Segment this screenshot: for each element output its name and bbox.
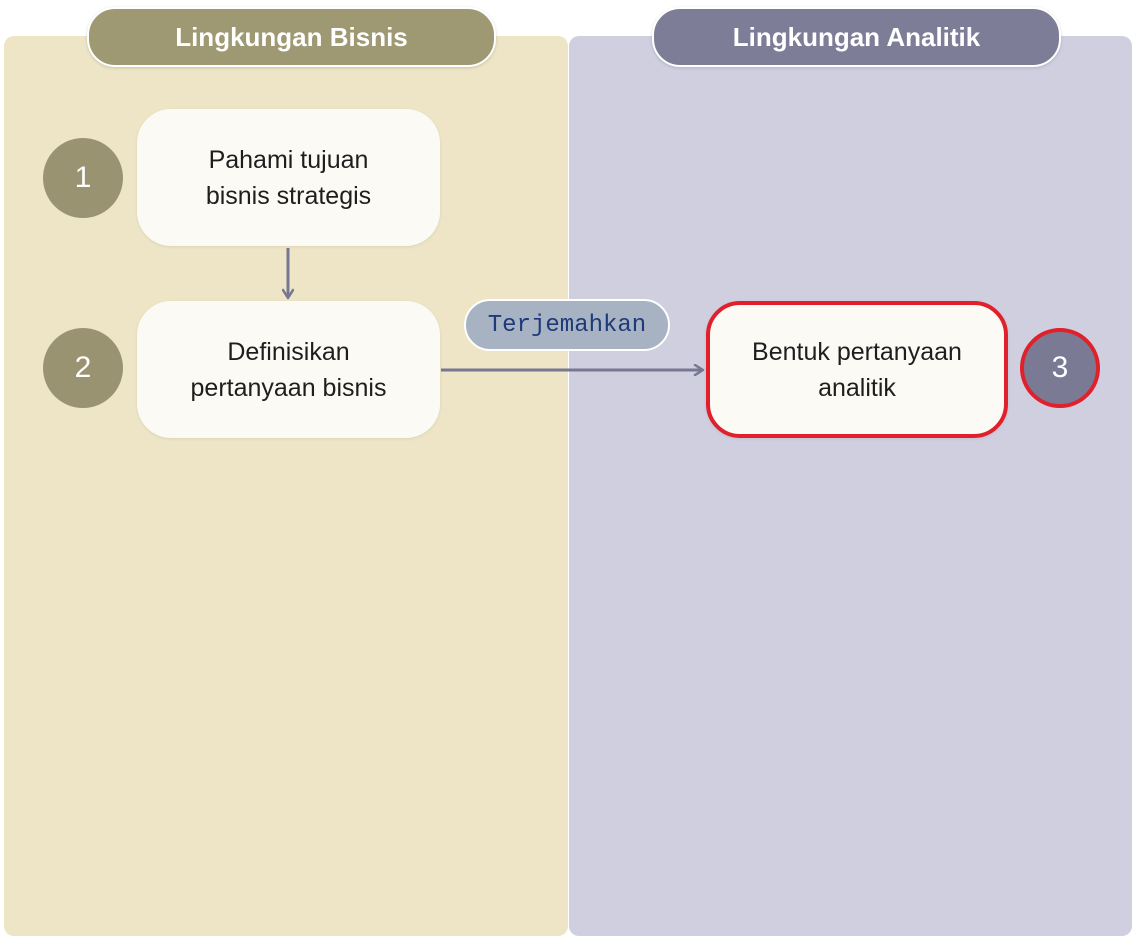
step-1-label: Pahami tujuan bisnis strategis	[205, 145, 372, 210]
step-2-number: 2	[74, 351, 92, 384]
connector-label-text: Terjemahkan	[487, 311, 647, 339]
analytics-lane-title: Lingkungan Analitik	[732, 21, 981, 52]
step-3-badge: 3	[1020, 328, 1100, 408]
analytics-lane	[569, 36, 1132, 936]
step-2-box: Definisikan pertanyaan bisnis	[137, 301, 440, 438]
step-2-label: Definisikan pertanyaan bisnis	[190, 337, 387, 402]
analytics-lane-header: Lingkungan Analitik	[652, 7, 1061, 67]
step-1-badge: 1	[43, 138, 123, 218]
step-3-label: Bentuk pertanyaan analitik	[752, 337, 962, 402]
translate-connector-label: Terjemahkan	[464, 299, 670, 351]
business-lane-title: Lingkungan Bisnis	[175, 21, 408, 52]
step-2-badge: 2	[43, 328, 123, 408]
step-3-box: Bentuk pertanyaan analitik	[706, 301, 1008, 438]
step-1-number: 1	[74, 161, 92, 194]
step-3-number: 3	[1051, 351, 1069, 384]
step-1-box: Pahami tujuan bisnis strategis	[137, 109, 440, 246]
business-lane-header: Lingkungan Bisnis	[87, 7, 496, 67]
